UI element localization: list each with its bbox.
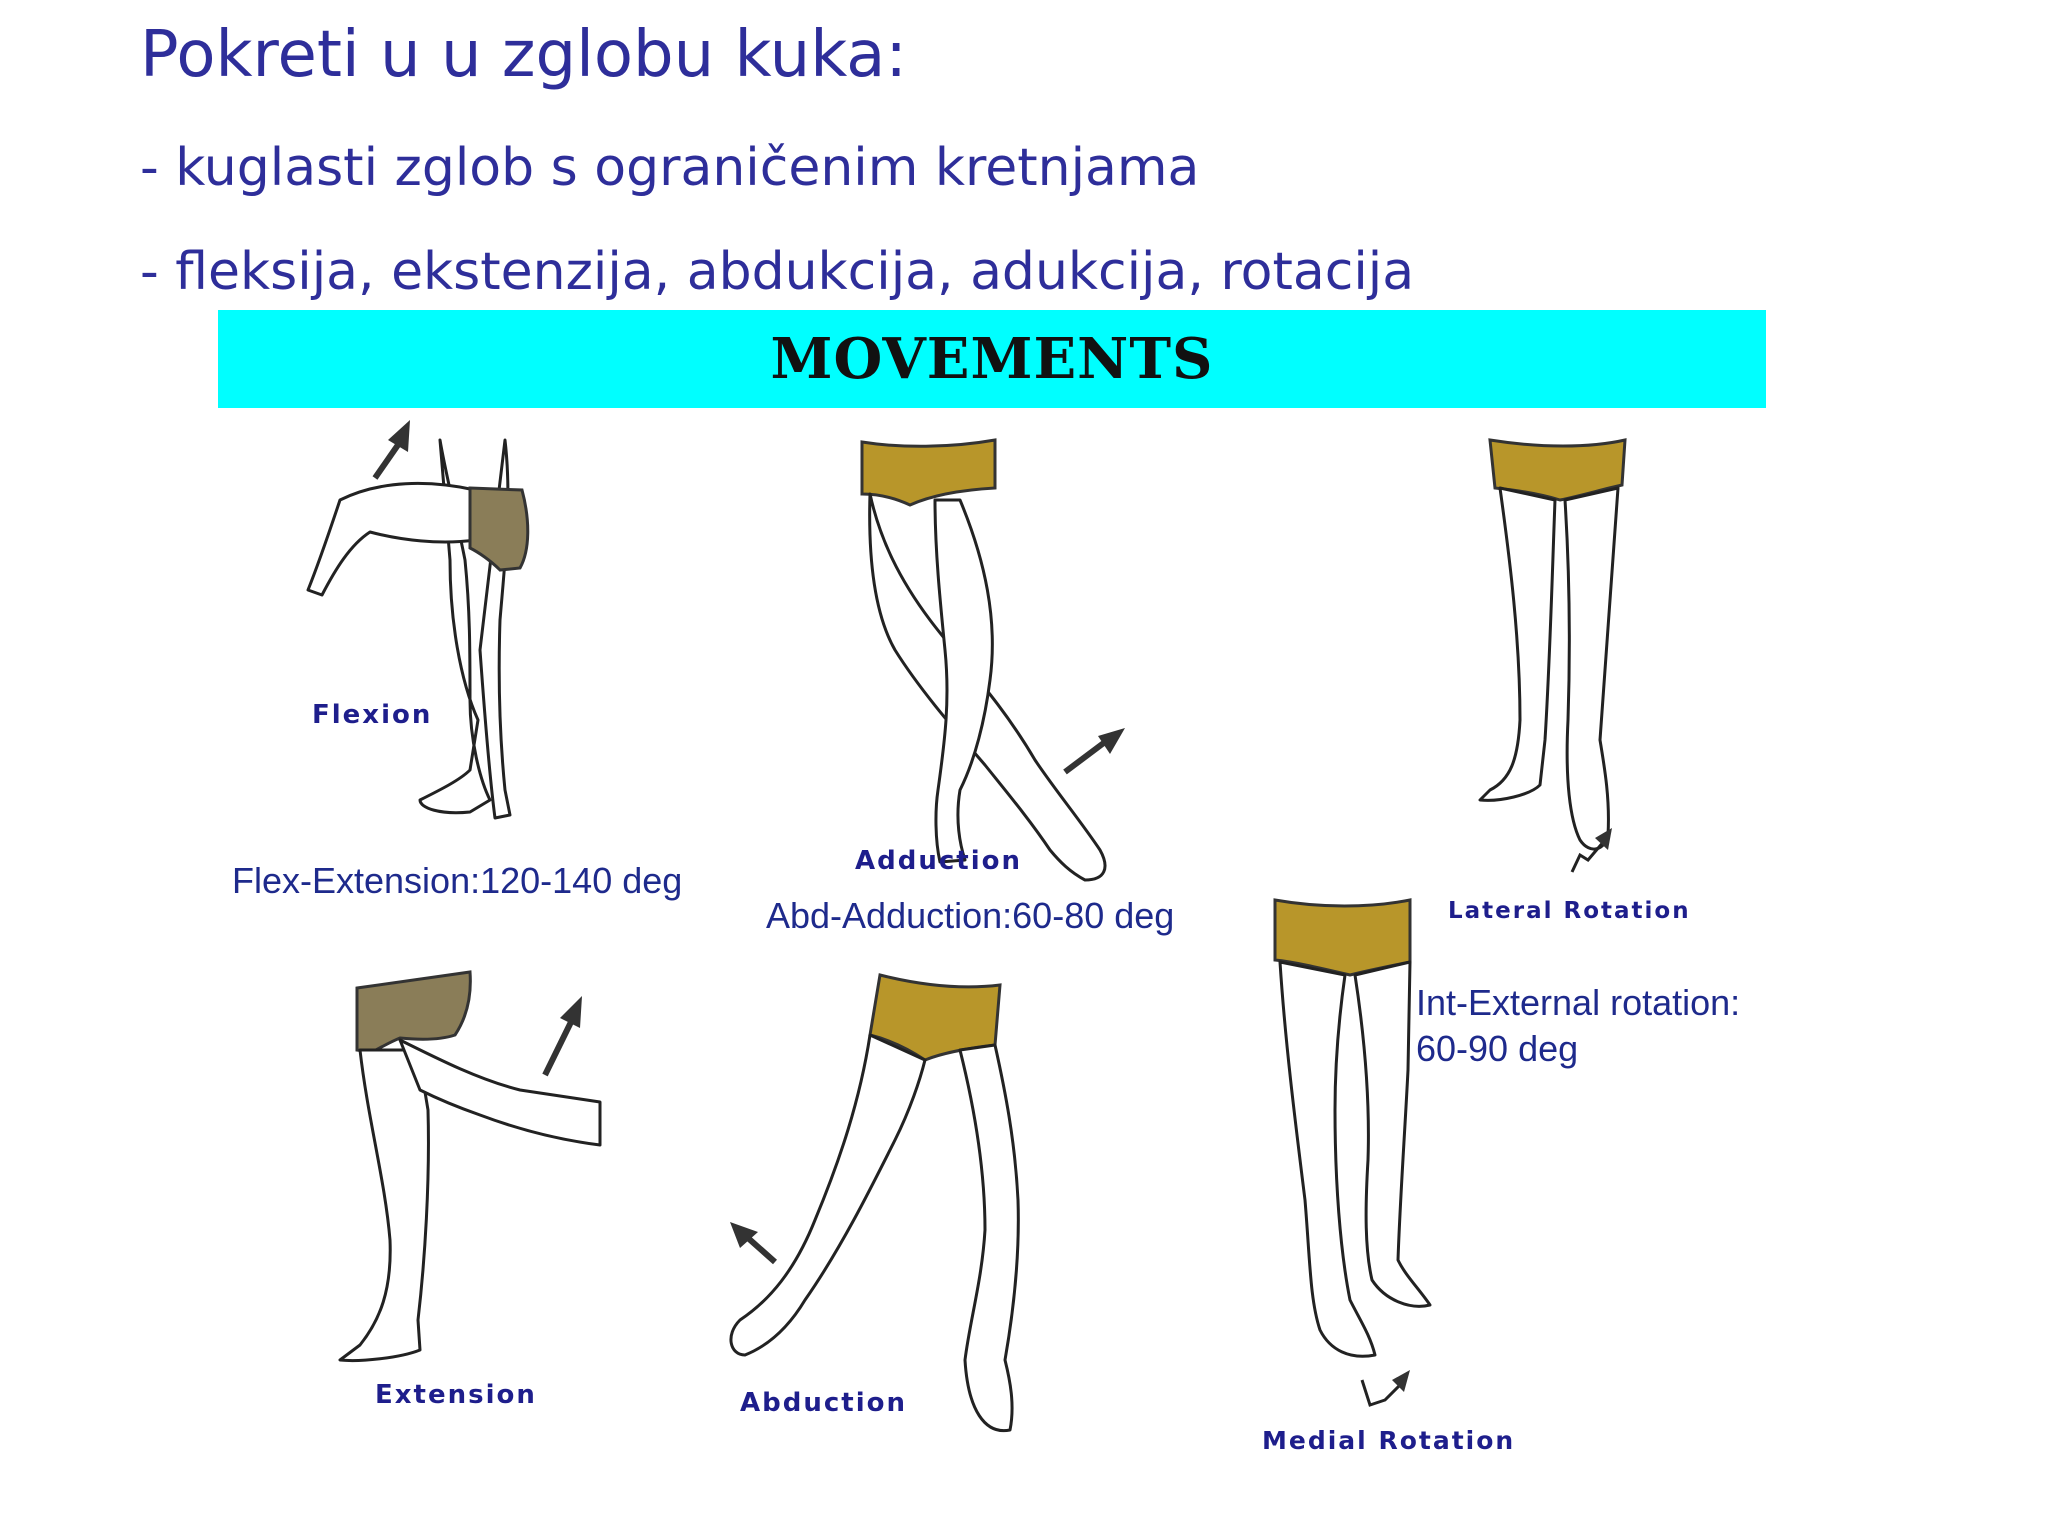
lateral-rotation-figure [1478,438,1627,873]
extension-figure [338,970,602,1362]
movements-banner: MOVEMENTS [218,310,1766,408]
medial-rotation-figure [1273,898,1432,1407]
label-extension: Extension [375,1380,537,1410]
adduction-figure [860,438,1125,882]
abduction-figure [729,973,1020,1433]
flexion-figure [306,420,530,820]
range-rotation-line1: Int-External rotation: [1416,982,1741,1023]
range-rotation-line2: 60-90 deg [1416,1028,1579,1069]
label-flexion: Flexion [312,700,433,730]
label-abduction: Abduction [740,1388,907,1418]
slide-title: Pokreti u u zglobu kuka: [140,18,907,92]
banner-title: MOVEMENTS [770,326,1214,392]
label-medial-rotation: Medial Rotation [1262,1426,1516,1455]
label-lateral-rotation: Lateral Rotation [1448,898,1691,924]
bullet-movement-types: - fleksija, ekstenzija, abdukcija, adukc… [140,242,1415,302]
label-adduction: Adduction [855,846,1022,876]
bullet-ball-joint: - kuglasti zglob s ograničenim kretnjama [140,138,1200,198]
range-abd-adduction: Abd-Adduction:60-80 deg [766,895,1175,936]
range-flex-extension: Flex-Extension:120-140 deg [232,860,683,901]
